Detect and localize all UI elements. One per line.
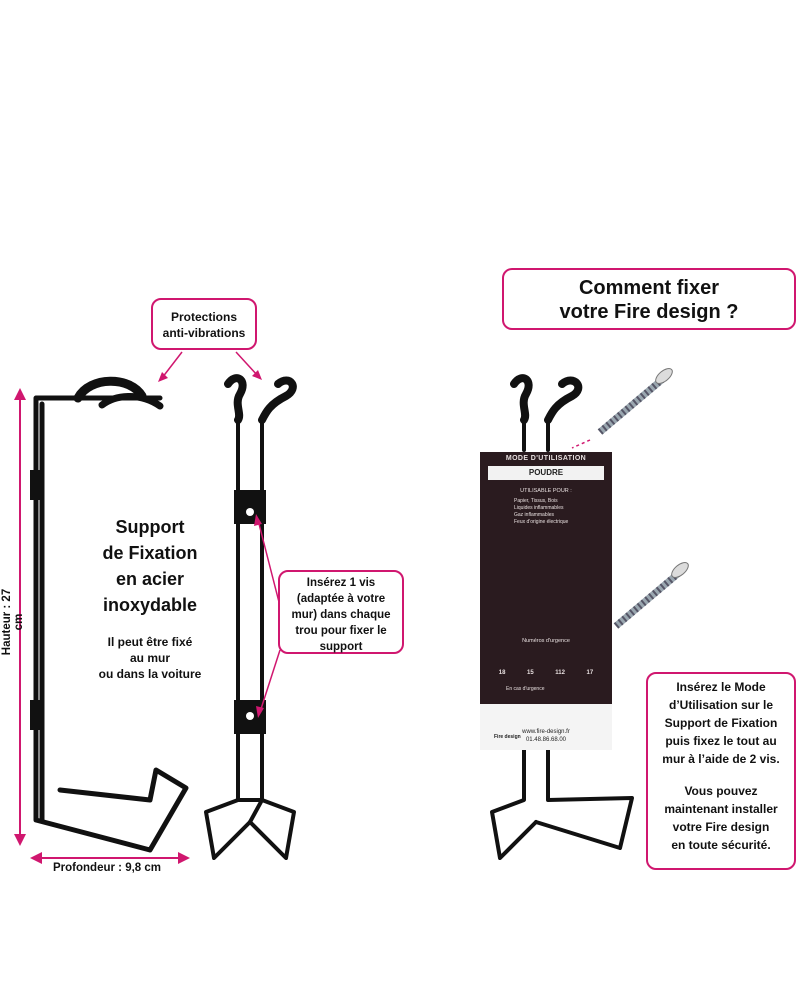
emergency-number: 112 — [555, 670, 565, 676]
pointer-lines — [158, 351, 603, 718]
emergency-number: 17 — [586, 670, 594, 676]
support-sub-line: Il peut être fixé — [107, 635, 193, 649]
height-arrow — [14, 388, 26, 846]
screw-instruction-box: Insérez 1 vis (adaptée à votre mur) dans… — [278, 570, 404, 654]
mode-line: Insérez le Mode — [676, 680, 766, 694]
mode-line: maintenant installer — [664, 802, 778, 816]
vis-line: mur) dans chaque — [291, 609, 391, 621]
support-title-line: de Fixation — [102, 543, 198, 563]
title-line: Comment fixer — [578, 277, 720, 299]
vis-line: trou pour fixer le — [295, 625, 387, 637]
mode-line: en toute sécurité. — [671, 838, 771, 852]
support-title-line: Support — [115, 517, 185, 537]
support-title-line: en acier — [115, 569, 185, 589]
support-title: Support de Fixation en acier inoxydable — [60, 514, 240, 618]
usage-card: MODE D'UTILISATION POUDRE UTILISABLE POU… — [480, 452, 612, 750]
card-utilisable: UTILISABLE POUR : — [520, 488, 572, 494]
card-numbers: 18 15 112 17 — [488, 670, 604, 676]
card-brand: Fire design — [494, 734, 521, 740]
mode-line: puis fixez le tout au — [665, 734, 777, 748]
support-subtitle: Il peut être fixé au mur ou dans la voit… — [60, 634, 240, 682]
card-footer: www.fire-design.fr 01.48.86.68.00 Fire d… — [480, 704, 612, 750]
title-line: votre Fire design ? — [559, 301, 739, 323]
vis-line: support — [319, 641, 363, 653]
screw-top — [597, 368, 673, 435]
depth-arrow — [30, 852, 190, 864]
emergency-number: 15 — [527, 670, 534, 676]
card-website: www.fire-design.fr — [522, 729, 570, 735]
mode-line: Vous pouvez — [684, 784, 758, 798]
card-use: Feux d'origine électrique — [514, 519, 569, 525]
bracket-front-view — [204, 374, 297, 860]
mode-line: d’Utilisation sur le — [668, 698, 773, 712]
card-uses: Papier, Tissus, Bois Liquides inflammabl… — [514, 498, 612, 526]
card-en-cas: En cas d'urgence — [506, 686, 545, 692]
card-urgence: Numéros d'urgence — [522, 638, 570, 644]
support-sub-line: ou dans la voiture — [98, 667, 202, 681]
card-use: Papier, Tissus, Bois — [514, 498, 558, 504]
bracket-side-view — [30, 376, 189, 853]
vis-line: (adaptée à votre — [296, 593, 386, 605]
support-sub-line: au mur — [129, 651, 170, 665]
protections-line: Protections — [170, 310, 237, 324]
depth-label: Profondeur : 9,8 cm — [53, 862, 161, 874]
card-use: Liquides inflammables — [514, 505, 564, 511]
height-label: Hauteur : 27 cm — [1, 588, 25, 656]
mode-line: votre Fire design — [672, 820, 770, 834]
mode-instruction-box: Insérez le Mode d’Utilisation sur le Sup… — [646, 672, 796, 870]
mode-line: mur à l’aide de 2 vis. — [662, 752, 780, 766]
card-phone: 01.48.86.68.00 — [525, 737, 567, 743]
mode-line: Support de Fixation — [664, 716, 778, 730]
title-box: Comment fixer votre Fire design ? — [502, 268, 796, 330]
card-use: Gaz inflammables — [514, 512, 555, 518]
emergency-number: 18 — [498, 670, 506, 676]
vis-line: Insérez 1 vis — [306, 577, 376, 589]
protections-box: Protections anti-vibrations — [151, 298, 257, 350]
protections-line: anti-vibrations — [162, 326, 246, 340]
bracket-installed — [490, 374, 634, 860]
screw-bottom — [613, 562, 689, 629]
card-type: POUDRE — [488, 466, 604, 480]
card-header: MODE D'UTILISATION — [505, 455, 587, 462]
support-title-line: inoxydable — [102, 595, 198, 615]
